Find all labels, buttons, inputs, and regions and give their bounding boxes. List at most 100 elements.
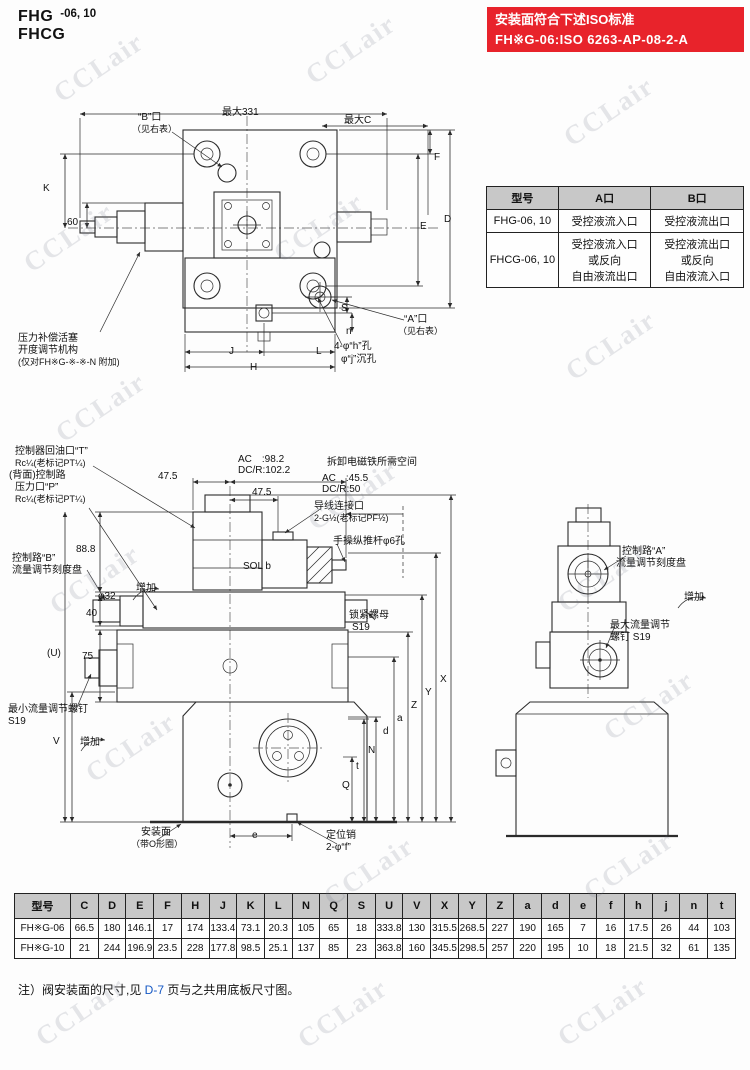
- dim-label-q: Q: [342, 780, 350, 791]
- callout-conduit: 导线连接口: [314, 501, 364, 512]
- footnote: 注）阀安装面的尺寸,见 D-7 页与之共用底板尺寸图。: [18, 981, 299, 998]
- dim-label-47-5-right: 47.5: [252, 487, 272, 498]
- model-name-1: FHG: [18, 8, 54, 25]
- callout-mounting-holes: 4-φ“h”孔: [334, 341, 372, 352]
- footnote-text: 注）阀安装面的尺寸,见: [18, 983, 145, 997]
- watermark-text: CCLair: [560, 304, 662, 387]
- dim-cell: 32: [651, 938, 681, 959]
- dim-table-row: FH※G-10 21 244 196.9 23.5 228 177.8 98.5…: [14, 938, 736, 959]
- dim-label-max-c: 最大C: [344, 115, 372, 126]
- callout-max-flow-screw: 最大流量调节: [610, 620, 670, 631]
- dim-cell: 333.8: [374, 918, 404, 939]
- dim-label-v: V: [53, 736, 60, 747]
- dim-cell: 137: [291, 938, 321, 959]
- dim-label-40: 40: [86, 608, 98, 619]
- dim-cell: 298.5: [457, 938, 487, 959]
- port-cell-model: FHCG-06, 10: [486, 232, 559, 288]
- dim-label-x-cap: X: [440, 674, 447, 685]
- dim-cell: 315.5: [430, 918, 459, 939]
- dim-header: F: [153, 893, 182, 919]
- dim-cell: 228: [180, 938, 210, 959]
- label-increase-b: 增加: [136, 583, 156, 594]
- dim-cell: 257: [485, 938, 515, 959]
- dim-label-75: 75: [82, 651, 94, 662]
- dim-label-e-small: e: [252, 830, 258, 841]
- dim-cell: 21: [70, 938, 99, 959]
- port-table-row: FHCG-06, 10 受控液流入口 或反向 自由液流出口 受控液流出口 或反向…: [486, 232, 744, 288]
- dim-header: S: [347, 893, 376, 919]
- callout-flow-dial-b: 流量调节刻度盘: [12, 565, 82, 576]
- dim-cell: 7: [568, 918, 598, 939]
- dim-cell: 66.5: [70, 918, 99, 939]
- callout-port-b-note: （见右表）: [132, 124, 178, 134]
- callout-port-a: “A”口: [404, 314, 428, 325]
- dim-header: V: [402, 893, 432, 919]
- dim-cell: 190: [513, 918, 542, 939]
- dim-header: a: [513, 893, 542, 919]
- dim-cell: 16: [596, 918, 626, 939]
- dim-label-88-8: 88.8: [76, 544, 96, 555]
- dim-header: D: [97, 893, 127, 919]
- dim-header: f: [596, 893, 626, 919]
- dim-header: Q: [319, 893, 349, 919]
- dim-cell: 61: [679, 938, 709, 959]
- side-view-drawing: [495, 504, 707, 838]
- port-table: 型号 A口 B口 FHG-06, 10 受控液流入口 受控液流出口 FHCG-0…: [486, 186, 744, 288]
- dim-cell: 20.3: [263, 918, 293, 939]
- dim-label-removal-ac: AC :45.5: [322, 473, 369, 484]
- dim-cell: FH※G-06: [14, 918, 71, 939]
- dim-cell: 23.5: [153, 938, 182, 959]
- dim-label-z-cap: Z: [411, 700, 418, 711]
- dim-label-l: L: [316, 346, 322, 357]
- dim-cell: 196.9: [125, 938, 155, 959]
- label-increase-min: 增加: [80, 737, 100, 748]
- dim-cell: FH※G-10: [14, 938, 71, 959]
- dim-cell: 174: [180, 918, 210, 939]
- footnote-text: 页与之共用底板尺寸图。: [164, 983, 300, 997]
- callout-conduit-thread: 2-G½(老标记PF½): [314, 513, 389, 523]
- dim-cell: 18: [596, 938, 626, 959]
- dim-label-removal-dc: DC/R:50: [322, 484, 361, 495]
- dim-label-s: S: [341, 303, 348, 314]
- dim-header: e: [568, 893, 598, 919]
- model-size: -06, 10: [60, 8, 97, 20]
- dim-cell: 130: [402, 918, 432, 939]
- callout-piston-3: (仅对FH※G-※-※-N 附加): [18, 357, 120, 367]
- port-table-header-a: A口: [557, 186, 652, 210]
- dim-cell: 17: [153, 918, 182, 939]
- page-ref-link[interactable]: D-7: [144, 983, 165, 997]
- dim-label-max-331: 最大331: [222, 107, 259, 118]
- dim-header: L: [263, 893, 293, 919]
- page-title: FHG-06, 10 FHCG: [18, 8, 96, 45]
- dim-header: d: [540, 893, 570, 919]
- dim-cell: 227: [485, 918, 515, 939]
- label-sol-b: SOL b: [243, 561, 271, 572]
- dim-label-t: t: [356, 761, 359, 772]
- dim-label-h: H: [250, 362, 258, 373]
- dim-label-d-small: d: [383, 726, 389, 737]
- dim-label-u: (U): [47, 648, 61, 659]
- dim-header: Z: [485, 893, 515, 919]
- dim-label-e: E: [420, 221, 427, 232]
- watermark-text: CCLair: [300, 8, 402, 91]
- dim-header: N: [291, 893, 321, 919]
- dim-cell: 160: [402, 938, 432, 959]
- callout-drain-thread: Rc¼(老标记PT¼): [15, 458, 86, 468]
- dim-header: X: [430, 893, 459, 919]
- callout-circuit-a: 控制路“A”: [622, 546, 666, 557]
- dim-cell: 44: [679, 918, 709, 939]
- watermark-text: CCLair: [552, 970, 654, 1053]
- callout-piston-2: 开度调节机构: [18, 345, 78, 356]
- iso-banner-line1: 安装面符合下述ISO标准: [495, 12, 635, 27]
- dim-header: C: [70, 893, 99, 919]
- label-increase-a: 增加: [684, 592, 704, 603]
- callout-pressure-thread: Rc¼(老标记PT¼): [15, 494, 86, 504]
- dim-label-d: D: [444, 214, 452, 225]
- port-cell-b: 受控液流出口: [650, 209, 744, 233]
- dim-cell: 345.5: [430, 938, 459, 959]
- dim-cell: 65: [319, 918, 349, 939]
- dim-cell: 363.8: [374, 938, 404, 959]
- dim-cell: 85: [319, 938, 349, 959]
- dim-label-n: n: [346, 326, 352, 337]
